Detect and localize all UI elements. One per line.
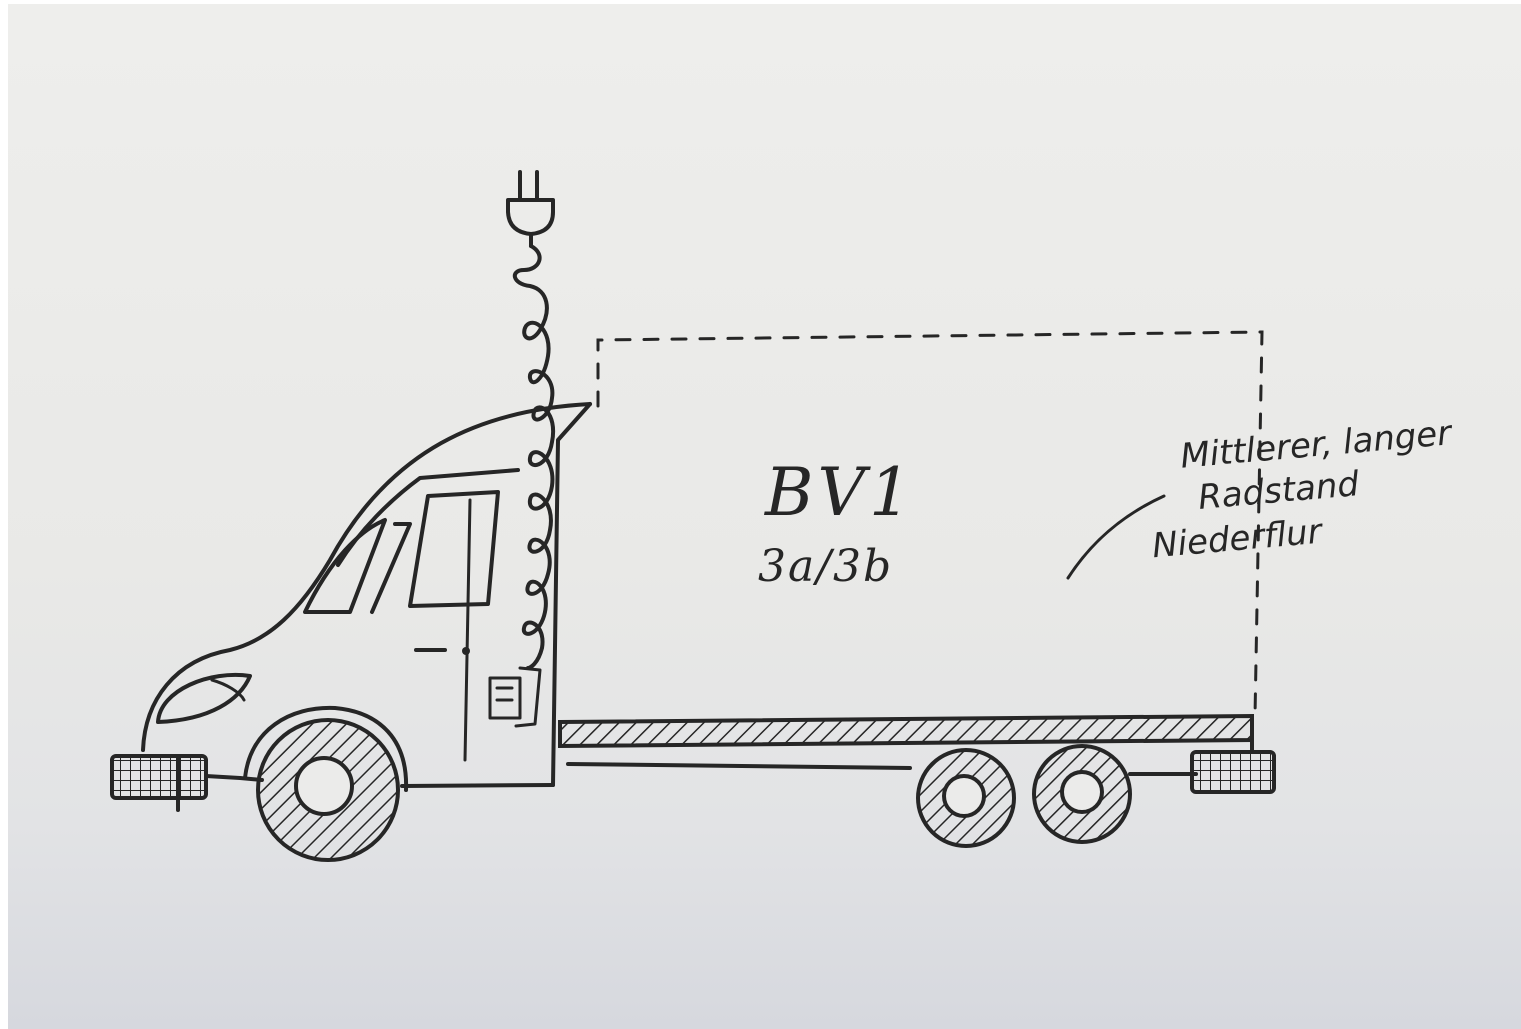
door-window <box>410 492 498 606</box>
annotation-pointer <box>1068 496 1164 578</box>
front-bumper <box>112 756 240 810</box>
rear-bumper <box>1192 740 1274 792</box>
power-plug-icon <box>508 172 553 246</box>
loading-platform <box>560 716 1252 746</box>
door-line <box>465 500 470 760</box>
cab-outline <box>143 404 590 750</box>
vehicle-label: BV1 <box>765 460 915 526</box>
rear-wheel-1 <box>918 750 1014 846</box>
front-wheel <box>258 720 398 860</box>
charging-socket <box>490 668 540 726</box>
rear-wheel-2 <box>1034 746 1130 842</box>
spiral-cable <box>515 246 553 668</box>
cargo-box-outline <box>598 332 1262 716</box>
chassis-frame <box>568 764 910 768</box>
vehicle-sublabel: 3a/3b <box>758 545 893 589</box>
